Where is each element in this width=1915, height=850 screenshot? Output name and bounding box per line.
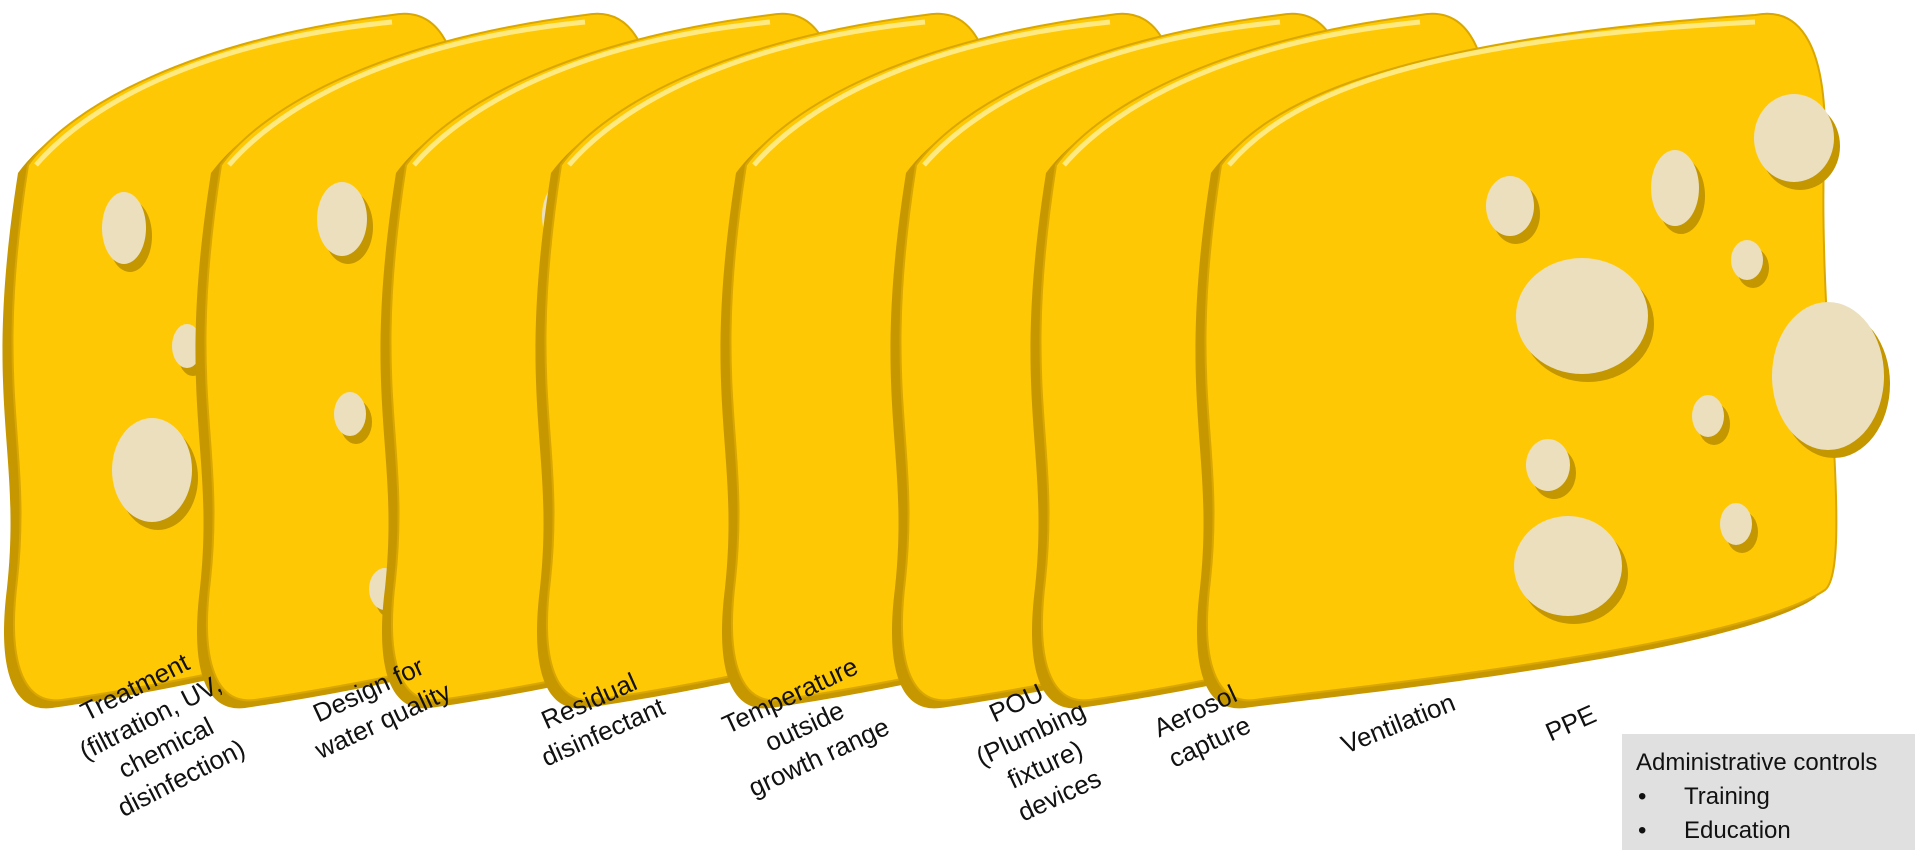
admin-item-training: • Training — [1636, 780, 1915, 814]
bullet: • — [1636, 780, 1684, 814]
admin-item-label: Education — [1684, 814, 1791, 848]
administrative-controls-box: Administrative controls • Training • Edu… — [1622, 734, 1915, 850]
admin-controls-title: Administrative controls — [1636, 746, 1915, 780]
admin-item-label: Training — [1684, 780, 1770, 814]
cheese-slice-face — [1205, 14, 1836, 701]
admin-item-education: • Education — [1636, 814, 1915, 848]
bullet: • — [1636, 814, 1684, 848]
cheese-slice-ppe — [1195, 14, 1890, 709]
